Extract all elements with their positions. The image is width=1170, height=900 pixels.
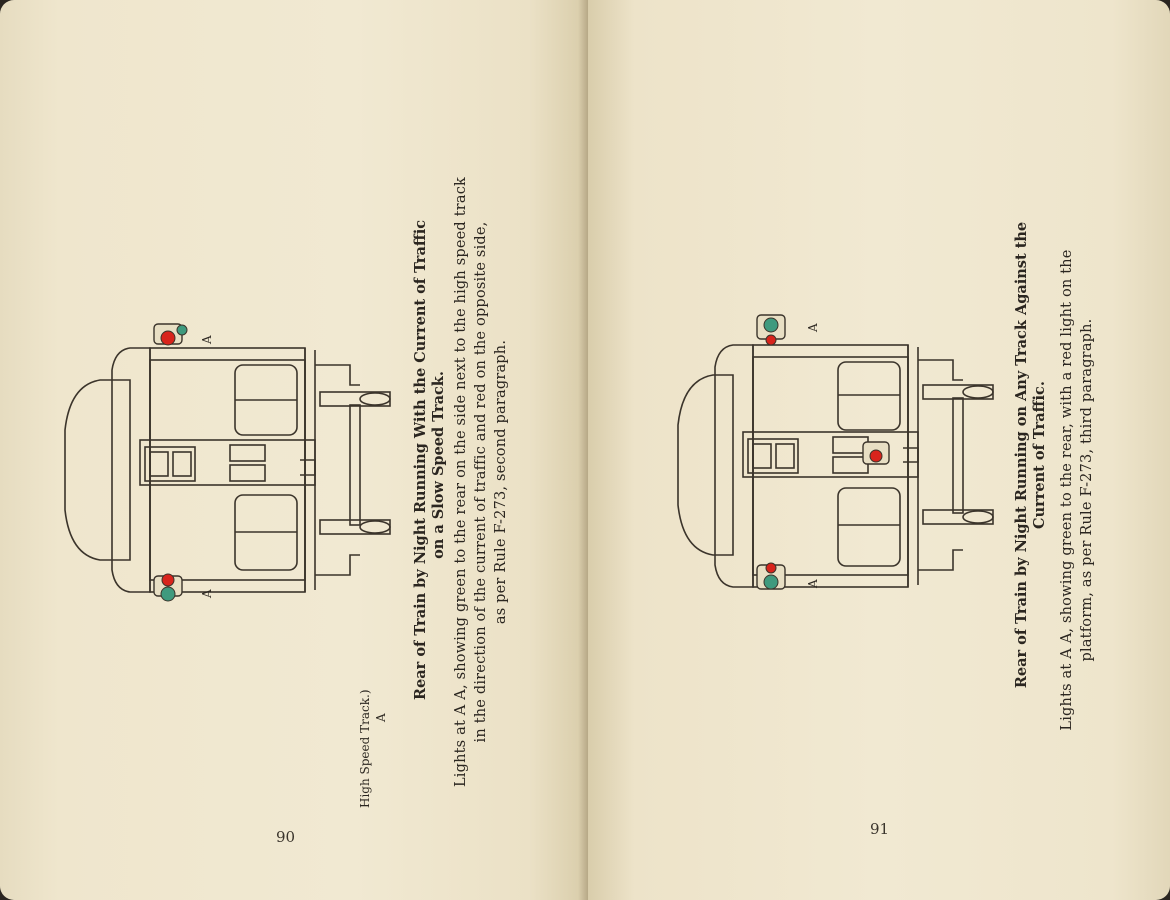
side-note-marker-a: A <box>374 713 388 722</box>
rear-car-illustration-left <box>64 323 391 602</box>
caption-body-line1: Lights at A A, showing green to the rear… <box>453 176 469 788</box>
marker-lamp-bottom-left <box>153 573 183 602</box>
page-number-left: 90 <box>276 828 296 846</box>
caption-title-line2: on a Slow Speed Track. <box>430 371 447 559</box>
right-page: A A Rear of Train by Night Running on An… <box>588 0 1170 900</box>
page-number-right: 91 <box>870 820 890 838</box>
caption-body-line2: platform, as per Rule F-273, third parag… <box>1079 318 1095 662</box>
left-page: A A High Speed Track.) A Rear of Train b… <box>0 0 588 900</box>
light-label-top: A <box>806 323 820 332</box>
caption-body-line3: as per Rule F-273, second paragraph. <box>493 339 509 625</box>
caption-body-line1: Lights at A A, showing green to the rear… <box>1059 249 1075 731</box>
marker-lamp-bottom-right <box>756 562 786 590</box>
caption-title-line1: Rear of Train by Night Running With the … <box>412 219 429 700</box>
side-note-high-speed-track: High Speed Track.) <box>358 689 372 808</box>
caption-title-line2: Current of Traffic. <box>1031 381 1048 529</box>
marker-lamp-top-right <box>756 314 786 346</box>
caption-body-line2: in the direction of the current of traff… <box>473 221 489 743</box>
light-label-bottom: A <box>806 579 820 588</box>
light-label-bottom: A <box>200 589 214 598</box>
platform-red-lamp <box>862 441 890 465</box>
rear-car-illustration-right <box>677 314 994 590</box>
light-label-top: A <box>200 335 214 344</box>
marker-lamp-top-left <box>153 323 188 346</box>
caption-title-line1: Rear of Train by Night Running on Any Tr… <box>1013 221 1030 689</box>
